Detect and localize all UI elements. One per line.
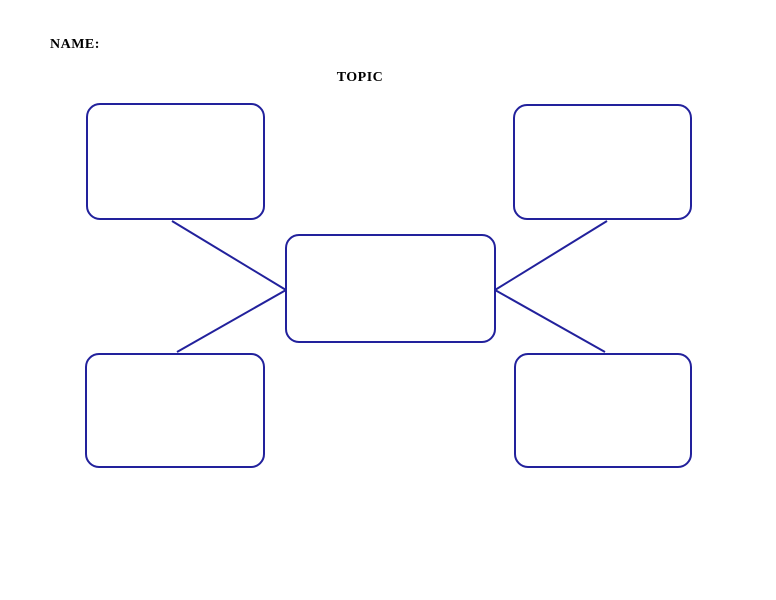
connector-line-bottom-left — [176, 289, 287, 353]
name-label: NAME: — [50, 37, 100, 52]
connector-line-top-left — [171, 220, 287, 291]
topic-label: TOPIC — [336, 70, 384, 85]
connector-line-bottom-right — [494, 289, 606, 353]
concept-box-top-left[interactable] — [86, 103, 265, 220]
connector-line-top-right — [494, 220, 608, 291]
concept-box-bottom-right[interactable] — [514, 353, 692, 468]
topic-box-center[interactable] — [285, 234, 496, 343]
concept-box-bottom-left[interactable] — [85, 353, 265, 468]
concept-box-top-right[interactable] — [513, 104, 692, 220]
